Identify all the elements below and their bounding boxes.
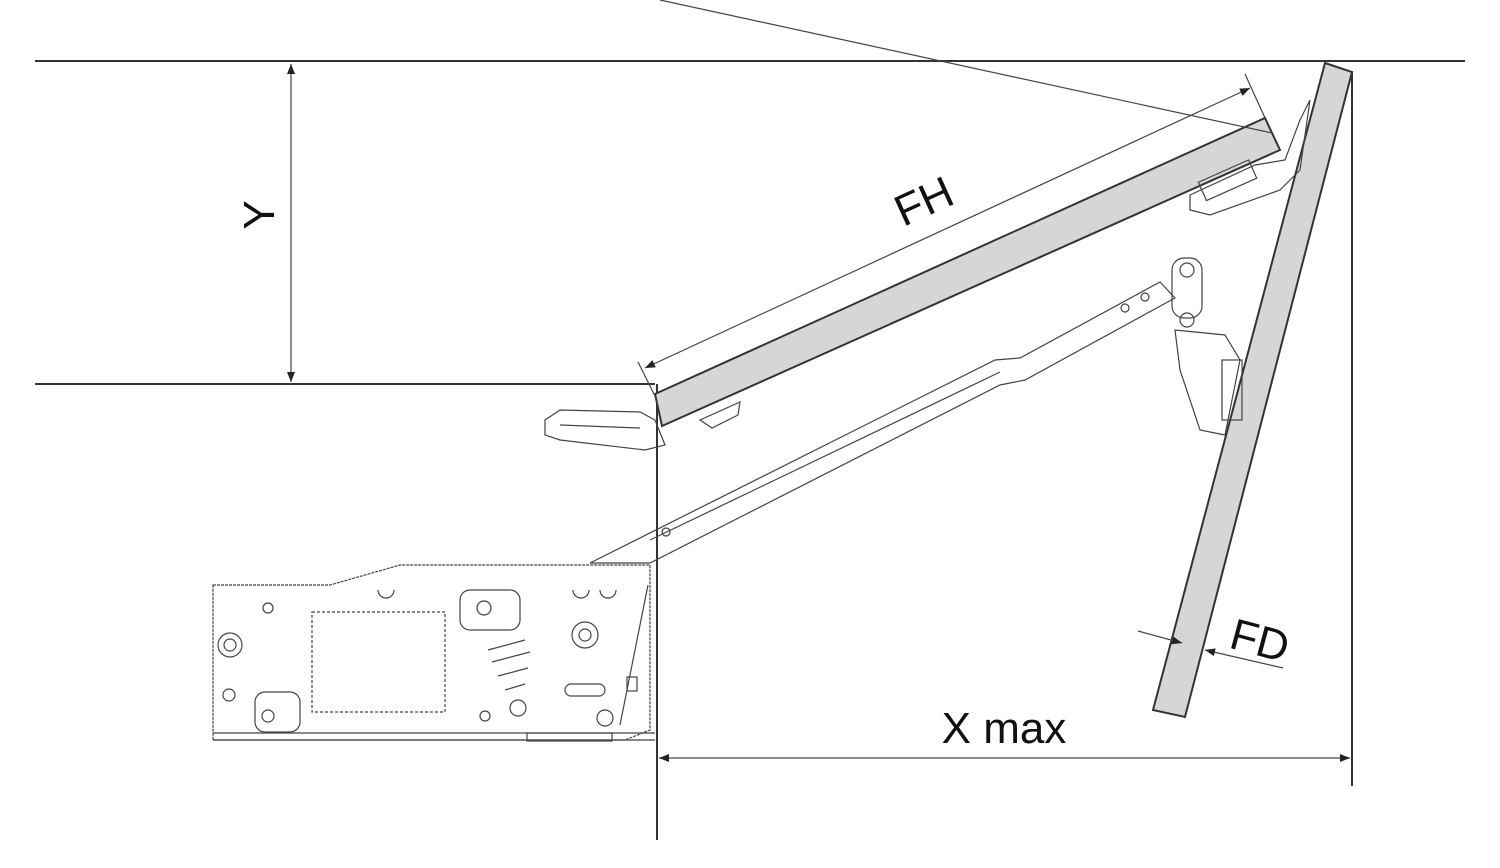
front-panel-fd — [1151, 61, 1354, 719]
panel-edge-line — [659, 0, 1273, 134]
front-panel-fh — [653, 116, 1282, 428]
fh-extension-left — [637, 361, 656, 397]
fd-arrow-right — [1204, 648, 1284, 669]
fd-label: FD — [1225, 610, 1294, 673]
fitting-housing — [212, 564, 655, 742]
y-label: Y — [235, 200, 284, 229]
fh-dimension-arrow — [644, 87, 1251, 369]
lift-arm — [589, 257, 1243, 564]
fh-label: FH — [887, 167, 961, 236]
panel-hinge-top — [1189, 99, 1311, 216]
fh-extension-right — [1244, 73, 1266, 119]
fd-arrow-left — [1137, 630, 1183, 645]
xmax-label: X max — [942, 704, 1067, 753]
panel-hinge-bottom — [544, 400, 741, 451]
